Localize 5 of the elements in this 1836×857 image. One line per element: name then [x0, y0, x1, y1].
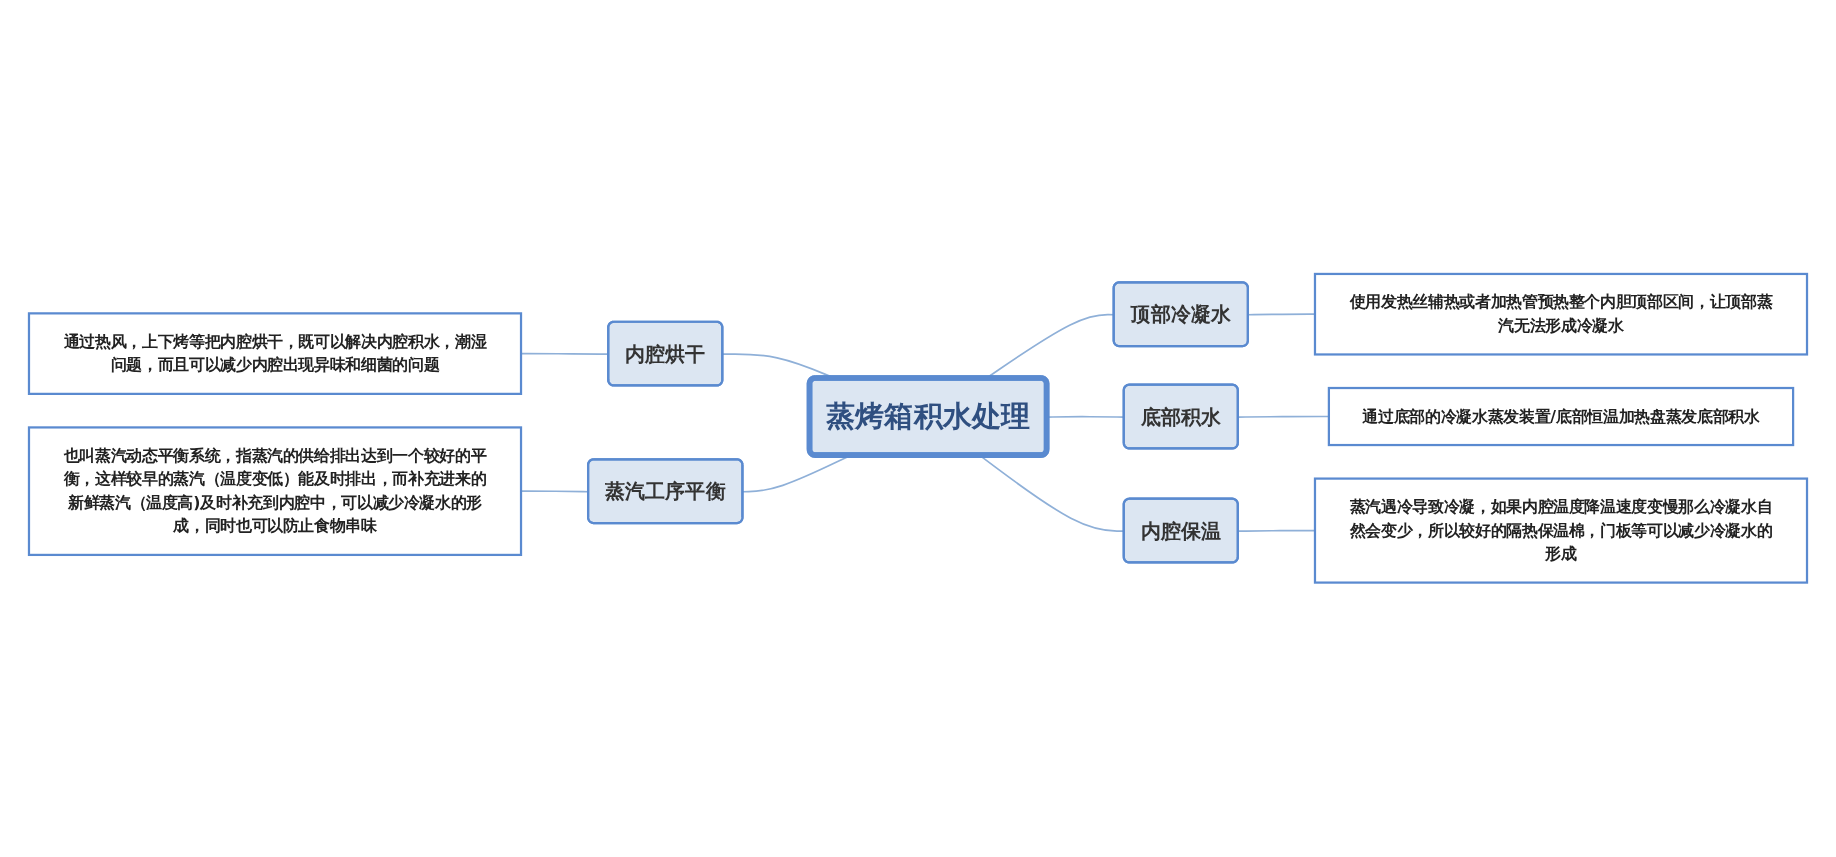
node-box: 通过底部的冷凝水蒸发装置/底部恒温加热盘蒸发底部积水	[1327, 387, 1795, 447]
node-box: 蒸汽遇冷导致冷凝，如果内腔温度降温速度变慢那么冷凝水自然会变少，所以较好的隔热保温棉，门板等可以减少冷凝水的形成	[1313, 477, 1809, 584]
node-box: 也叫蒸汽动态平衡系统，指蒸汽的供给排出达到一个较好的平衡，这样较早的蒸汽（温度变低）能及时排出，而补充进来的新鲜蒸汽（温度高)及时补充到内腔中，可以减少冷凝水的形成，同时也可以防止食物串味	[27, 426, 523, 557]
node-box: 使用发热丝辅热或者加热管预热整个内胆顶部区间，让顶部蒸汽无法形成冷凝水	[1313, 273, 1809, 356]
node-box: 通过热风，上下烤等把内腔烘干，既可以解决内腔积水，潮湿问题，而且可以减少内腔出现异味和细菌的问题	[27, 312, 523, 396]
